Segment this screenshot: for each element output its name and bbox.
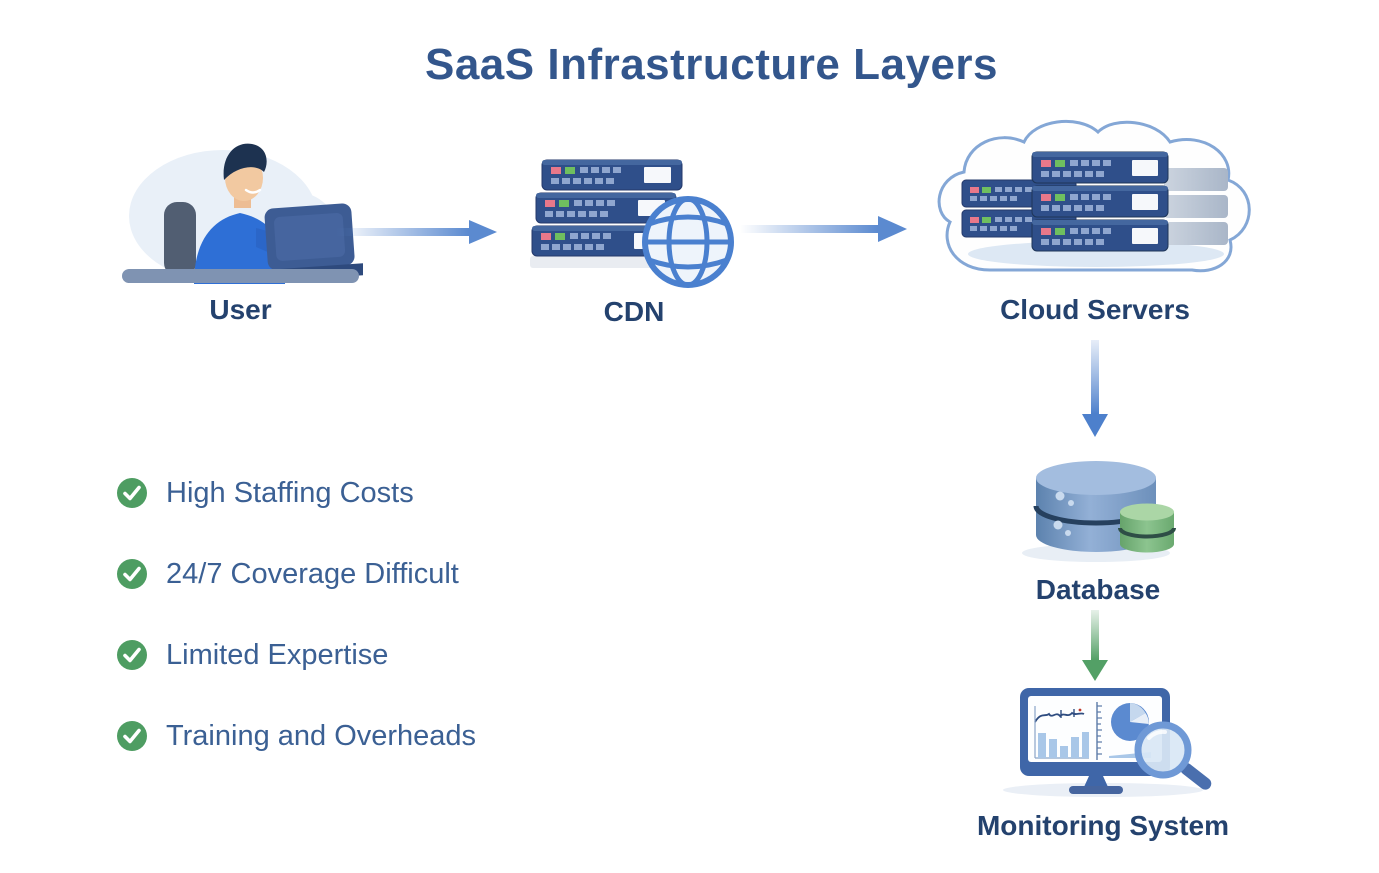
monitoring-dashboard-icon (1003, 688, 1212, 797)
check-icon (117, 559, 147, 589)
cloud-servers-label: Cloud Servers (1000, 294, 1190, 325)
cloud-servers-icon (937, 119, 1251, 273)
check-icon (117, 640, 147, 670)
checklist-item-label: High Staffing Costs (166, 476, 414, 509)
checklist: High Staffing Costs 24/7 Coverage Diffic… (116, 476, 476, 753)
cdn-server-globe-icon (530, 159, 734, 288)
page-title: SaaS Infrastructure Layers (424, 40, 999, 89)
chair-shape (164, 202, 196, 276)
list-item: Limited Expertise (116, 638, 476, 672)
desk-shape (122, 269, 359, 283)
arrow-down-icon (1082, 610, 1108, 681)
checklist-item-label: Limited Expertise (166, 638, 389, 671)
node-user: User (118, 136, 363, 326)
list-item: 24/7 Coverage Difficult (116, 557, 476, 591)
magnifier-icon (1134, 721, 1212, 790)
checklist-item-label: Training and Overheads (166, 719, 477, 752)
globe-icon (642, 196, 734, 288)
monitoring-label: Monitoring System (976, 810, 1229, 841)
check-icon (117, 721, 147, 751)
arrow-right-icon (740, 216, 907, 242)
node-monitoring: Monitoring System (953, 686, 1253, 842)
arrow-right-icon (336, 220, 497, 244)
server-stack-icon (531, 159, 683, 257)
check-icon (117, 478, 147, 508)
user-label: User (209, 294, 272, 325)
node-database: Database (1008, 442, 1188, 606)
list-item: High Staffing Costs (116, 476, 476, 510)
server-rack-main (1031, 151, 1169, 252)
cdn-label: CDN (603, 296, 665, 327)
server-side-layers (1164, 168, 1228, 245)
arrow-down-icon (1082, 340, 1108, 437)
node-cdn: CDN (528, 152, 740, 328)
person-laptop-icon (122, 143, 363, 284)
database-label: Database (1035, 574, 1161, 605)
node-cloud-servers: Cloud Servers (928, 116, 1262, 326)
database-icon (1022, 461, 1176, 562)
checklist-item-label: 24/7 Coverage Difficult (166, 557, 459, 590)
monitor-icon (1020, 688, 1170, 794)
list-item: Training and Overheads (116, 719, 476, 753)
pie-chart-icon (1111, 703, 1149, 741)
